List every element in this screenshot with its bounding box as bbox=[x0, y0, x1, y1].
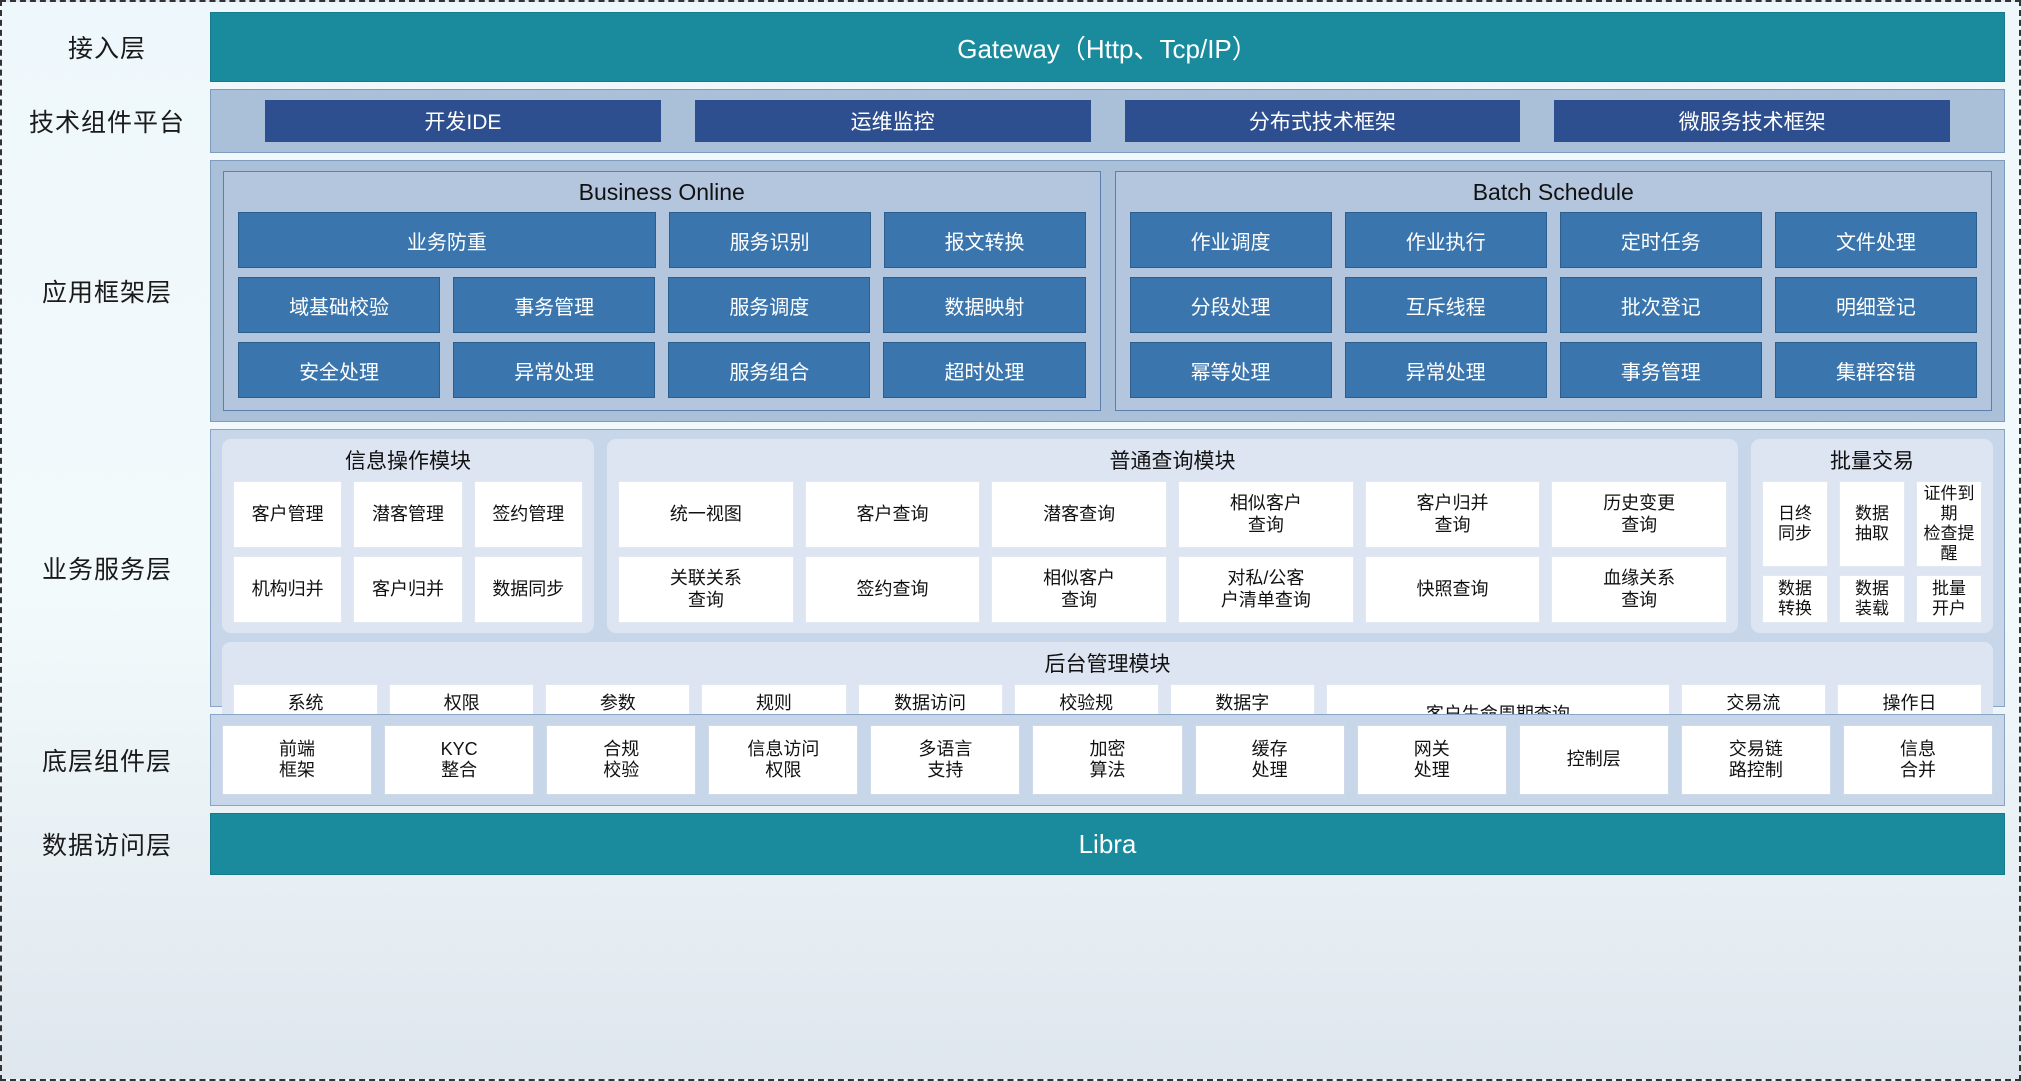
app-cell[interactable]: 定时任务 bbox=[1559, 212, 1762, 268]
app-cell[interactable]: 安全处理 bbox=[238, 342, 441, 398]
svc-cell[interactable]: 日终同步 bbox=[1762, 481, 1828, 568]
base-cell[interactable]: 控制层 bbox=[1518, 725, 1669, 795]
app-cell[interactable]: 业务防重 bbox=[238, 212, 656, 268]
svc-cell[interactable]: 批量开户 bbox=[1916, 575, 1982, 624]
app-row: 作业调度 作业执行 定时任务 文件处理 bbox=[1129, 212, 1977, 268]
tech-platform-band: 开发IDE 运维监控 分布式技术框架 微服务技术框架 bbox=[210, 89, 2005, 153]
app-cell[interactable]: 数据映射 bbox=[883, 277, 1086, 333]
svc-cell[interactable]: 潜客管理 bbox=[353, 481, 463, 549]
app-cell[interactable]: 作业调度 bbox=[1129, 212, 1332, 268]
app-group-batch-schedule: Batch Schedule 作业调度 作业执行 定时任务 文件处理 分段处理 … bbox=[1114, 171, 1992, 411]
svc-row: 日终同步 数据抽取 证件到期检查提醒 bbox=[1762, 481, 1982, 568]
svc-cell[interactable]: 数据同步 bbox=[473, 556, 583, 624]
layer-label-app-framework: 应用框架层 bbox=[41, 279, 172, 307]
svc-cell[interactable]: 快照查询 bbox=[1364, 556, 1541, 624]
tech-chip-ide[interactable]: 开发IDE bbox=[265, 100, 661, 142]
app-cell[interactable]: 集群容错 bbox=[1774, 342, 1977, 398]
base-cell[interactable]: 网关处理 bbox=[1356, 725, 1507, 795]
app-cell[interactable]: 批次登记 bbox=[1559, 277, 1762, 333]
base-cell[interactable]: 加密算法 bbox=[1032, 725, 1183, 795]
base-cell[interactable]: 多语言支持 bbox=[870, 725, 1021, 795]
base-cell[interactable]: 缓存处理 bbox=[1194, 725, 1345, 795]
svc-group-title-common-query: 普通查询模块 bbox=[1109, 450, 1236, 473]
app-cell[interactable]: 服务组合 bbox=[668, 342, 871, 398]
app-row: 安全处理 异常处理 服务组合 超时处理 bbox=[238, 342, 1086, 398]
app-cell[interactable]: 幂等处理 bbox=[1129, 342, 1332, 398]
app-framework-band: Business Online 业务防重 服务识别 报文转换 域基础校验 事务管… bbox=[210, 160, 2005, 422]
svc-cell[interactable]: 客户管理 bbox=[233, 481, 343, 549]
svc-cell[interactable]: 对私/公客户清单查询 bbox=[1178, 556, 1354, 624]
app-cell[interactable]: 报文转换 bbox=[883, 212, 1086, 268]
app-cell[interactable]: 分段处理 bbox=[1129, 277, 1332, 333]
svc-cell[interactable]: 数据装载 bbox=[1839, 575, 1905, 624]
app-row: 分段处理 互斥线程 批次登记 明细登记 bbox=[1129, 277, 1977, 333]
base-cell[interactable]: 合规校验 bbox=[546, 725, 697, 795]
svc-cell[interactable]: 关联关系查询 bbox=[618, 556, 794, 624]
app-row: 业务防重 服务识别 报文转换 bbox=[238, 212, 1086, 268]
layer-label-business-service: 业务服务层 bbox=[41, 556, 172, 584]
layer-label-data-access: 数据访问层 bbox=[41, 832, 172, 860]
layer-label-access: 接入层 bbox=[67, 35, 146, 63]
layer-label-base-components: 底层组件层 bbox=[41, 748, 172, 776]
tech-chip-distributed-framework[interactable]: 分布式技术框架 bbox=[1124, 100, 1521, 142]
base-cell[interactable]: 信息合并 bbox=[1842, 725, 1994, 795]
app-row: 域基础校验 事务管理 服务调度 数据映射 bbox=[238, 277, 1086, 333]
gateway-bar: Gateway（Http、Tcp/IP） bbox=[210, 12, 2005, 82]
tech-chip-microservice-framework[interactable]: 微服务技术框架 bbox=[1554, 100, 1950, 142]
app-cell[interactable]: 事务管理 bbox=[453, 277, 656, 333]
svc-cell[interactable]: 数据抽取 bbox=[1839, 481, 1905, 568]
svc-group-batch-transaction: 批量交易 日终同步 数据抽取 证件到期检查提醒 数据转换 数据装载 批量开户 bbox=[1751, 439, 1993, 634]
app-group-title-batch-schedule: Batch Schedule bbox=[1472, 179, 1634, 205]
svc-cell[interactable]: 机构归并 bbox=[233, 556, 343, 624]
business-service-band: 信息操作模块 客户管理 潜客管理 签约管理 机构归并 客户归并 数据同步 bbox=[210, 429, 2005, 755]
svc-cell[interactable]: 潜客查询 bbox=[991, 481, 1168, 549]
app-cell[interactable]: 文件处理 bbox=[1774, 212, 1977, 268]
svc-cell[interactable]: 客户归并查询 bbox=[1364, 481, 1541, 549]
base-cell[interactable]: 前端框架 bbox=[222, 725, 373, 795]
svc-group-title-info-operations: 信息操作模块 bbox=[345, 450, 471, 473]
svc-row: 机构归并 客户归并 数据同步 bbox=[233, 556, 583, 624]
svc-row: 数据转换 数据装载 批量开户 bbox=[1762, 575, 1982, 624]
svc-group-title-batch-transaction: 批量交易 bbox=[1830, 450, 1914, 473]
svc-group-title-admin-module: 后台管理模块 bbox=[1044, 653, 1171, 677]
app-cell[interactable]: 事务管理 bbox=[1559, 342, 1762, 398]
app-cell[interactable]: 作业执行 bbox=[1344, 212, 1547, 268]
svc-row: 关联关系查询 签约查询 相似客户查询 对私/公客户清单查询 快照查询 血缘关系查… bbox=[618, 556, 1728, 624]
libra-bar: Libra bbox=[210, 813, 2005, 875]
app-row: 幂等处理 异常处理 事务管理 集群容错 bbox=[1129, 342, 1977, 398]
base-cell[interactable]: 交易链路控制 bbox=[1680, 725, 1831, 795]
svc-cell[interactable]: 血缘关系查询 bbox=[1551, 556, 1728, 624]
svc-cell[interactable]: 证件到期检查提醒 bbox=[1916, 481, 1982, 568]
svc-cell[interactable]: 签约查询 bbox=[804, 556, 981, 624]
app-cell[interactable]: 服务调度 bbox=[668, 277, 871, 333]
app-cell[interactable]: 互斥线程 bbox=[1344, 277, 1547, 333]
svc-group-info-operations: 信息操作模块 客户管理 潜客管理 签约管理 机构归并 客户归并 数据同步 bbox=[222, 439, 594, 634]
svc-row: 客户管理 潜客管理 签约管理 bbox=[233, 481, 583, 549]
app-group-business-online: Business Online 业务防重 服务识别 报文转换 域基础校验 事务管… bbox=[223, 171, 1101, 411]
app-group-title-business-online: Business Online bbox=[578, 179, 745, 205]
app-cell[interactable]: 明细登记 bbox=[1774, 277, 1977, 333]
svc-cell[interactable]: 统一视图 bbox=[618, 481, 794, 549]
svc-row: 统一视图 客户查询 潜客查询 相似客户查询 客户归并查询 历史变更查询 bbox=[618, 481, 1728, 549]
svc-cell[interactable]: 数据转换 bbox=[1762, 575, 1828, 624]
svc-cell[interactable]: 客户归并 bbox=[353, 556, 463, 624]
svc-cell[interactable]: 签约管理 bbox=[473, 481, 583, 549]
svc-cell[interactable]: 相似客户查询 bbox=[991, 556, 1168, 624]
svc-cell[interactable]: 相似客户查询 bbox=[1178, 481, 1354, 549]
svc-cell[interactable]: 历史变更查询 bbox=[1551, 481, 1728, 549]
app-cell[interactable]: 异常处理 bbox=[1344, 342, 1547, 398]
layer-grid: 接入层 Gateway（Http、Tcp/IP） 技术组件平台 开发IDE 运维… bbox=[16, 12, 2005, 1071]
app-cell[interactable]: 服务识别 bbox=[668, 212, 871, 268]
base-cell[interactable]: 信息访问权限 bbox=[708, 725, 859, 795]
svc-cell[interactable]: 客户查询 bbox=[804, 481, 981, 549]
svc-group-common-query: 普通查询模块 统一视图 客户查询 潜客查询 相似客户查询 客户归并查询 历史变更… bbox=[607, 439, 1738, 634]
layer-label-tech-platform: 技术组件平台 bbox=[28, 109, 185, 137]
app-cell[interactable]: 超时处理 bbox=[883, 342, 1086, 398]
tech-chip-ops-monitoring[interactable]: 运维监控 bbox=[694, 100, 1091, 142]
app-cell[interactable]: 异常处理 bbox=[453, 342, 656, 398]
app-cell[interactable]: 域基础校验 bbox=[238, 277, 441, 333]
